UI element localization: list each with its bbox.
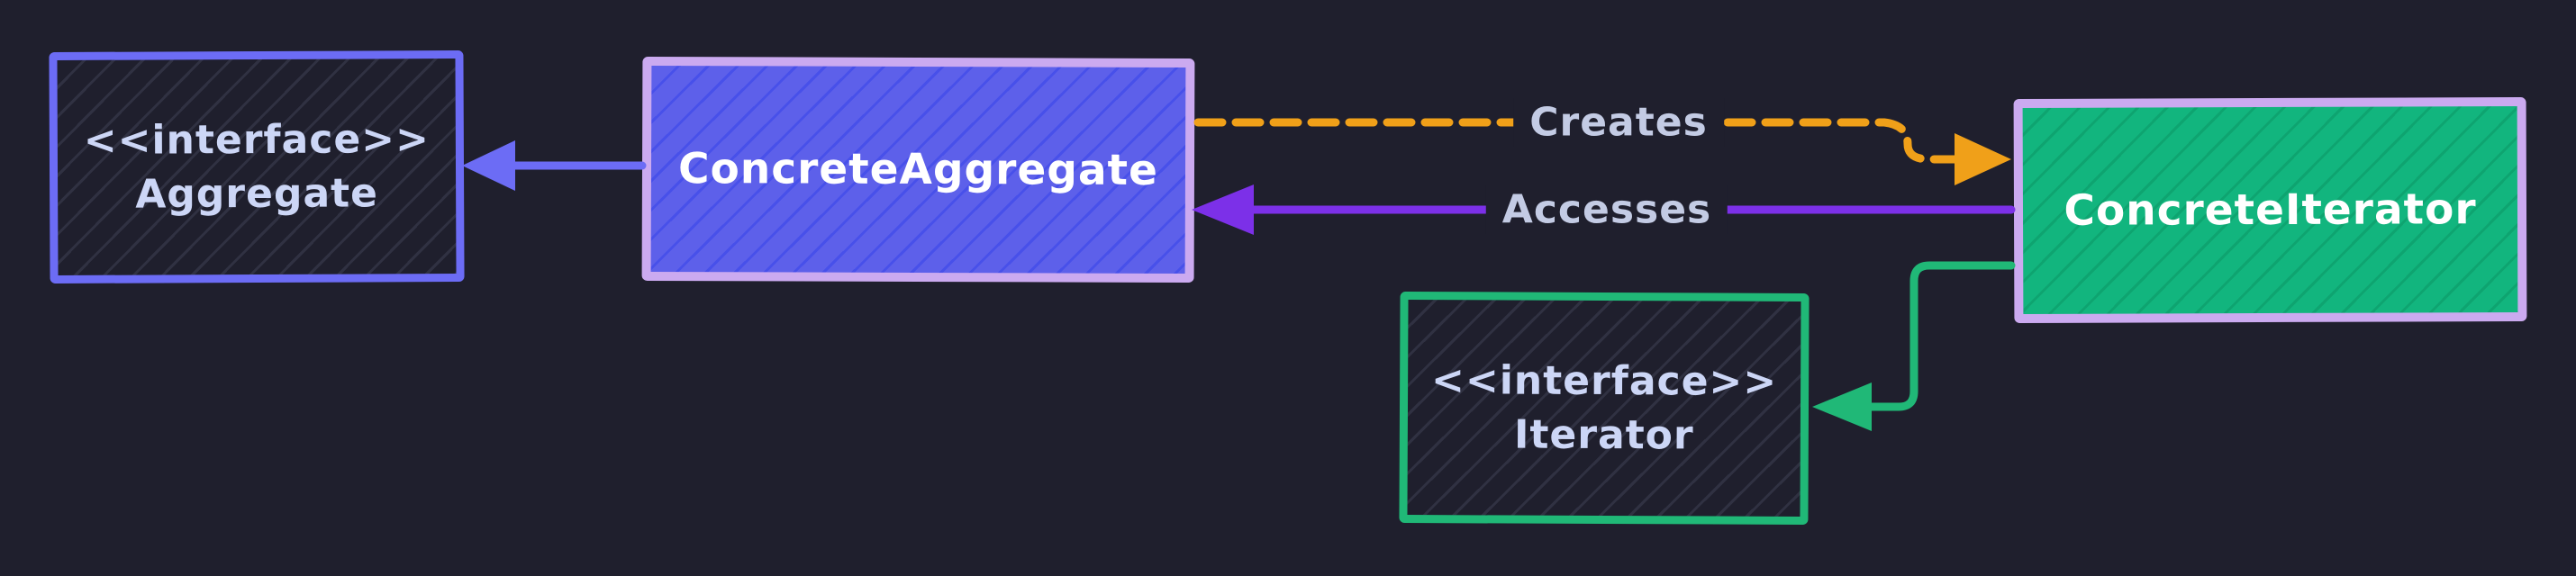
node-iterator: <<interface>> Iterator — [1399, 292, 1810, 525]
aggregate-name: Aggregate — [135, 169, 379, 218]
concrete-aggregate-name: ConcreteAggregate — [677, 144, 1159, 195]
realizes-aggregate-arrowhead-icon — [462, 140, 515, 191]
creates-edge-label: Creates — [1513, 97, 1724, 148]
iterator-name: Iterator — [1513, 411, 1694, 458]
realizes-iterator-arrowhead-icon — [1812, 382, 1872, 431]
creates-arrowhead-icon — [1955, 133, 2011, 185]
node-aggregate: <<interface>> Aggregate — [49, 50, 465, 284]
aggregate-stereotype: <<interface>> — [83, 116, 431, 164]
realizes-iterator-edge-line — [1862, 261, 2016, 411]
node-concrete-aggregate: ConcreteAggregate — [641, 56, 1195, 284]
iterator-stereotype: <<interface>> — [1430, 357, 1778, 405]
concrete-iterator-name: ConcreteIterator — [2064, 184, 2477, 236]
accesses-arrowhead-icon — [1192, 184, 1254, 235]
node-concrete-iterator: ConcreteIterator — [2013, 97, 2527, 323]
accesses-edge-label: Accesses — [1485, 184, 1728, 235]
